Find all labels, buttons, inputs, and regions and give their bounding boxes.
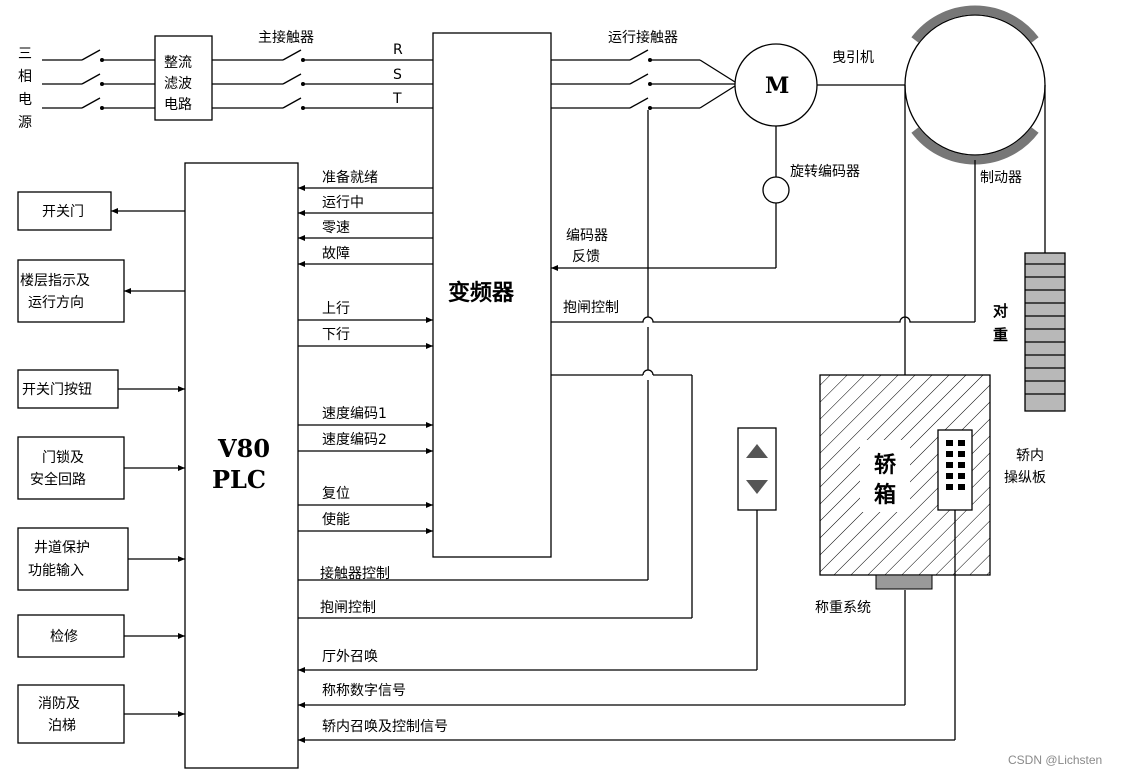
source-lines	[42, 49, 155, 110]
phase-t: T	[392, 91, 402, 107]
encoder	[762, 176, 790, 204]
vfd-out-fault: 故障	[322, 246, 350, 262]
vfd-box	[432, 32, 552, 558]
counterweight-char-2: 重	[993, 326, 1008, 344]
left-box-shaft-2: 功能输入	[28, 563, 84, 579]
vfd-out-ready: 准备就绪	[322, 169, 378, 186]
left-box-door-btn	[17, 369, 119, 409]
encoder-feedback-2: 反馈	[572, 249, 600, 265]
left-box-lock-2: 安全回路	[30, 471, 86, 488]
hall-call-panel	[737, 427, 777, 511]
left-box-lock	[17, 436, 125, 500]
down-arrow-icon	[746, 480, 768, 494]
vfd-in-up: 上行	[322, 301, 350, 317]
vfd-title: 变频器	[448, 280, 515, 306]
vfd-output-lines	[298, 185, 433, 267]
plc-sig-brake: 抱闸控制	[320, 600, 376, 616]
source-char-4: 源	[18, 115, 32, 131]
vfd-in-speed1: 速度编码1	[322, 406, 387, 422]
brake-label: 制动器	[980, 170, 1022, 186]
rectifier-line-3: 电路	[164, 97, 192, 113]
phase-s: S	[393, 67, 402, 83]
rectifier-box	[154, 35, 213, 121]
left-box-maint-text: 检修	[50, 629, 78, 645]
plc-sig-car-call: 轿内召唤及控制信号	[322, 718, 448, 735]
left-box-fire-2: 泊梯	[48, 718, 76, 734]
left-box-door-text: 开关门	[42, 204, 84, 220]
phase-r: R	[393, 42, 403, 58]
vfd-out-running: 运行中	[322, 195, 364, 211]
plc-box	[184, 162, 299, 769]
vfd-in-reset: 复位	[322, 485, 350, 502]
source-char-3: 电	[18, 92, 32, 108]
left-box-fire	[17, 684, 125, 744]
plc-sig-contactor: 接触器控制	[320, 565, 390, 582]
up-arrow-icon	[746, 444, 768, 458]
car-panel-label-1: 轿内	[1016, 448, 1044, 464]
left-box-shaft-1: 井道保护	[34, 540, 90, 556]
watermark: CSDN @Lichsten	[1008, 753, 1102, 767]
vfd-input-lines	[298, 317, 433, 534]
car-op-panel	[937, 429, 973, 511]
weighing-sensor	[875, 574, 933, 590]
car-label-2: 箱	[874, 482, 896, 508]
left-box-floor-2: 运行方向	[28, 295, 84, 311]
rectifier-line-1: 整流	[164, 55, 192, 71]
encoder-label: 旋转编码器	[790, 164, 860, 180]
plc-sig-weigh: 称称数字信号	[322, 683, 406, 699]
left-box-maint	[17, 614, 125, 658]
vfd-brake-control: 抱闸控制	[563, 300, 619, 316]
weighing-label: 称重系统	[815, 600, 871, 616]
left-box-floor-1: 楼层指示及	[20, 273, 90, 289]
left-box-door	[17, 191, 112, 231]
brake-shoe-top	[911, 5, 1039, 43]
car-panel-label-2: 操纵板	[1004, 470, 1046, 486]
run-contactor-label: 运行接触器	[608, 29, 678, 46]
left-box-door-btn-text: 开关门按钮	[22, 382, 92, 398]
plc-sig-hall-call: 厅外召唤	[322, 648, 378, 665]
source-char-1: 三	[18, 46, 32, 62]
left-box-floor	[17, 259, 125, 323]
rectifier-line-2: 滤波	[164, 76, 192, 92]
motor-label: M	[765, 73, 789, 99]
car-label-bg	[860, 440, 910, 512]
vfd-in-down: 下行	[322, 327, 350, 343]
left-box-fire-1: 消防及	[38, 696, 80, 712]
left-box-shaft	[17, 527, 129, 591]
counterweight	[1024, 252, 1066, 412]
traction-sheave	[904, 14, 1046, 156]
source-char-2: 相	[18, 69, 32, 85]
left-box-lock-1: 门锁及	[42, 450, 84, 466]
encoder-feedback-1: 编码器	[566, 228, 608, 244]
plc-line-1: V80	[217, 434, 270, 463]
vfd-in-enable: 使能	[322, 511, 350, 528]
main-contactor-label: 主接触器	[258, 29, 314, 46]
vfd-in-speed2: 速度编码2	[322, 432, 387, 448]
counterweight-stripes	[1025, 263, 1065, 395]
counterweight-char-1: 对	[993, 302, 1008, 320]
traction-label: 曳引机	[832, 50, 874, 66]
vfd-out-zero: 零速	[322, 220, 350, 236]
car-op-buttons	[946, 440, 965, 490]
main-contactor-lines	[212, 49, 433, 110]
car-label-1: 轿	[874, 452, 897, 478]
run-contactor-lines	[551, 49, 736, 110]
plc-line-2: PLC	[212, 465, 266, 494]
